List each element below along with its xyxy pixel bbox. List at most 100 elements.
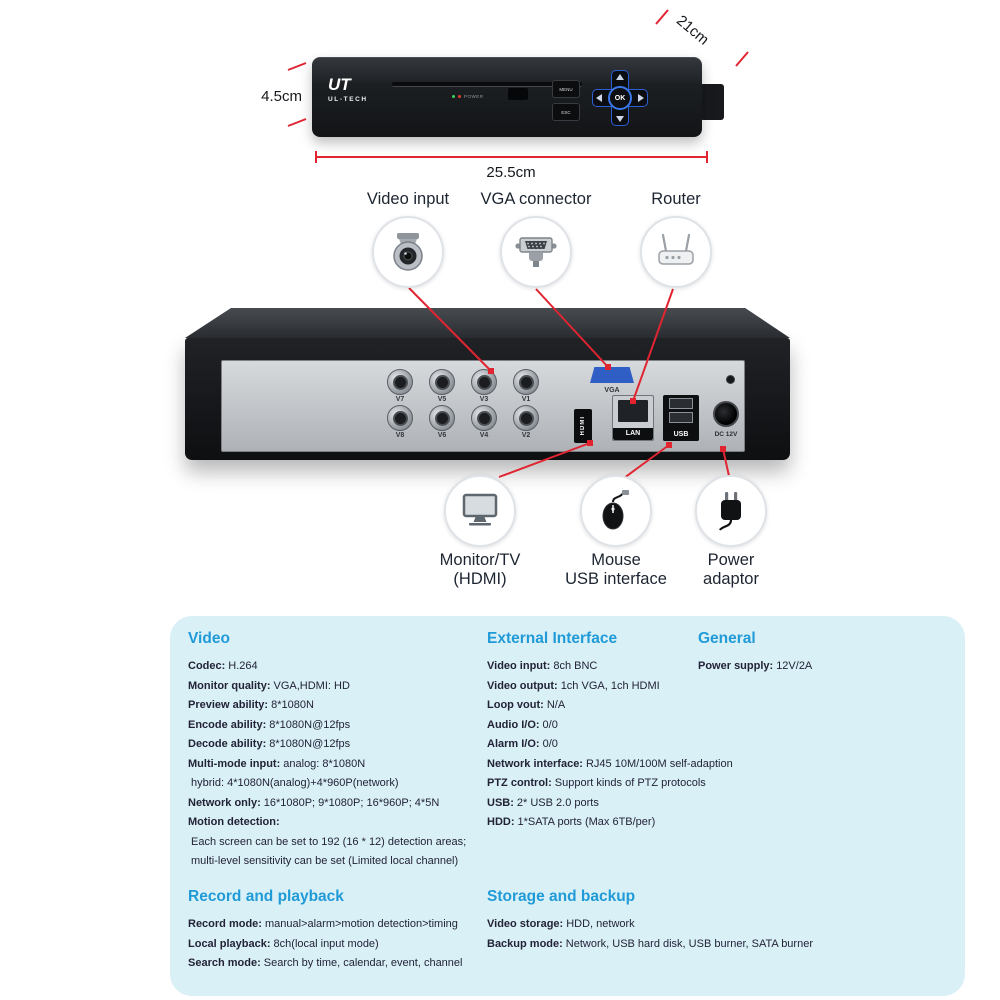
bnc-label: V2 [521,432,531,439]
lan-port-label: LAN [613,428,653,440]
bnc-connector: V2 [512,405,540,439]
bnc-connector: V6 [428,405,456,439]
spec-label: Decode ability: [188,738,267,750]
spec-value: 1ch VGA, 1ch HDMI [560,679,660,692]
spec-row: PTZ control:Support kinds of PTZ protoco… [487,774,733,794]
spec-value: 0/0 [542,718,558,731]
spec-value: H.264 [228,660,258,672]
bnc-label: V3 [479,396,489,403]
depth-dimension: 25.5cm [486,164,536,181]
usb-port-label: USB [663,429,699,441]
bnc-pin-icon [392,410,408,426]
dvr-side-piece [700,84,724,120]
spec-row: Encode ability:8*1080N@12fps [188,716,466,736]
power-label: POWER [464,94,484,99]
spec-value: 1*SATA ports (Max 6TB/per) [517,816,656,828]
dvr-top-face [185,308,790,338]
dvr-rear-view: V7 V5 V3 V1 V8 [185,308,790,460]
spec-row: Audio I/O:0/0 [487,716,733,736]
bnc-connector: V3 [470,369,498,403]
bnc-connector: V8 [386,405,414,439]
power-led-icon [452,95,455,98]
spec-row: Preview ability:8*1080N [188,696,466,716]
bnc-ring-icon [387,405,413,431]
section-heading: Storage and backup [487,888,636,905]
spec-row: Decode ability:8*1080N@12fps [188,735,466,755]
bnc-label: V8 [395,432,405,439]
spec-label: Preview ability: [188,699,269,711]
spec-row: Local playback:8ch(local input mode) [188,935,462,955]
spec-row: Motion detection: [188,813,466,833]
spec-row: Each screen can be set to 192 (16 * 12) … [188,833,466,853]
spec-label: USB: [487,796,514,809]
esc-button: ESC [552,103,580,121]
hdmi-port-label: HDMI [580,416,586,436]
bnc-ring-icon [429,405,455,431]
power-adapter-icon [719,492,741,531]
bnc-pin-icon [434,410,450,426]
dvr-front-view: UT UL-TECH POWER MENU ESC OK [312,57,726,139]
spec-value: 8ch(local input mode) [273,937,379,950]
spec-row: Backup mode:Network, USB hard disk, USB … [487,935,813,955]
bnc-ring-icon [471,369,497,395]
bnc-ring-icon [429,369,455,395]
brand-logo-mark: UT [328,75,351,94]
bnc-pin-icon [476,410,492,426]
menu-button: MENU [552,80,580,98]
spec-value: Each screen can be set to 192 (16 * 12) … [191,835,467,848]
spec-section-storage-backup: Storage and backup Video storage:HDD, ne… [487,888,813,954]
power-indicator: POWER [452,94,484,99]
spec-row: USB:2* USB 2.0 ports [487,794,733,814]
callout-line1: Mouse [591,551,641,569]
spec-label: Video input: [487,660,551,672]
vga-port-icon [590,367,634,383]
bnc-connector: V1 [512,369,540,403]
bnc-pin-icon [392,374,408,390]
ir-receiver-window [508,88,528,100]
spec-row: HDD:1*SATA ports (Max 6TB/per) [487,813,733,833]
spec-value: analog: 8*1080N [283,757,366,770]
spec-row: Power supply:12V/2A [698,657,812,677]
bnc-ring-icon [387,369,413,395]
callout-line1: Power [707,551,755,569]
record-led-icon [458,95,461,98]
spec-label: Codec: [188,660,226,672]
callout-label-video-input: Video input [366,190,450,208]
callout-line2: (HDMI) [453,570,507,588]
spec-label: Monitor quality: [188,679,271,692]
spec-value: RJ45 10M/100M self-adaption [585,757,733,770]
spec-section-general: General Power supply:12V/2A [698,630,812,677]
router-callout [640,216,712,288]
bnc-pin-icon [476,374,492,390]
section-heading: External Interface [487,630,618,647]
height-dimension: 4.5cm [261,88,302,105]
spec-row: Network only:16*1080P; 9*1080P; 16*960P;… [188,794,466,814]
arrow-down-icon [616,116,624,122]
dc-jack-icon [713,401,739,427]
vga-port-label: VGA [604,387,620,394]
dome-camera-icon [393,233,423,271]
brand-name: UL-TECH [328,96,368,103]
callout-label-power: Power adaptor [661,551,801,589]
spec-label: Local playback: [188,937,271,950]
dc-power-port: DC 12V [706,377,746,438]
rear-connector-panel: V7 V5 V3 V1 V8 [221,360,745,452]
callout-line2: adaptor [703,570,759,588]
bnc-row-top: V7 V5 V3 V1 [386,369,540,403]
spec-value: Search by time, calendar, event, channel [263,957,463,969]
spec-value: 16*1080P; 9*1080P; 16*960P; 4*5N [263,796,440,809]
dpad-control: OK [592,70,648,126]
spec-label: Multi-mode input: [188,757,281,770]
spec-row: Loop vout:N/A [487,696,733,716]
spec-row: Monitor quality:VGA,HDMI: HD [188,677,466,697]
arrow-right-icon [638,94,644,102]
section-heading: Video [188,630,230,647]
callout-label-router: Router [651,190,701,208]
spec-value: 12V/2A [776,660,813,672]
spec-value: manual>alarm>motion detection>timing [264,918,458,930]
bnc-row-bottom: V8 V6 V4 V2 [386,405,540,439]
spec-label: HDD: [487,816,515,828]
spec-label: PTZ control: [487,777,552,789]
spec-label: Loop vout: [487,699,544,711]
